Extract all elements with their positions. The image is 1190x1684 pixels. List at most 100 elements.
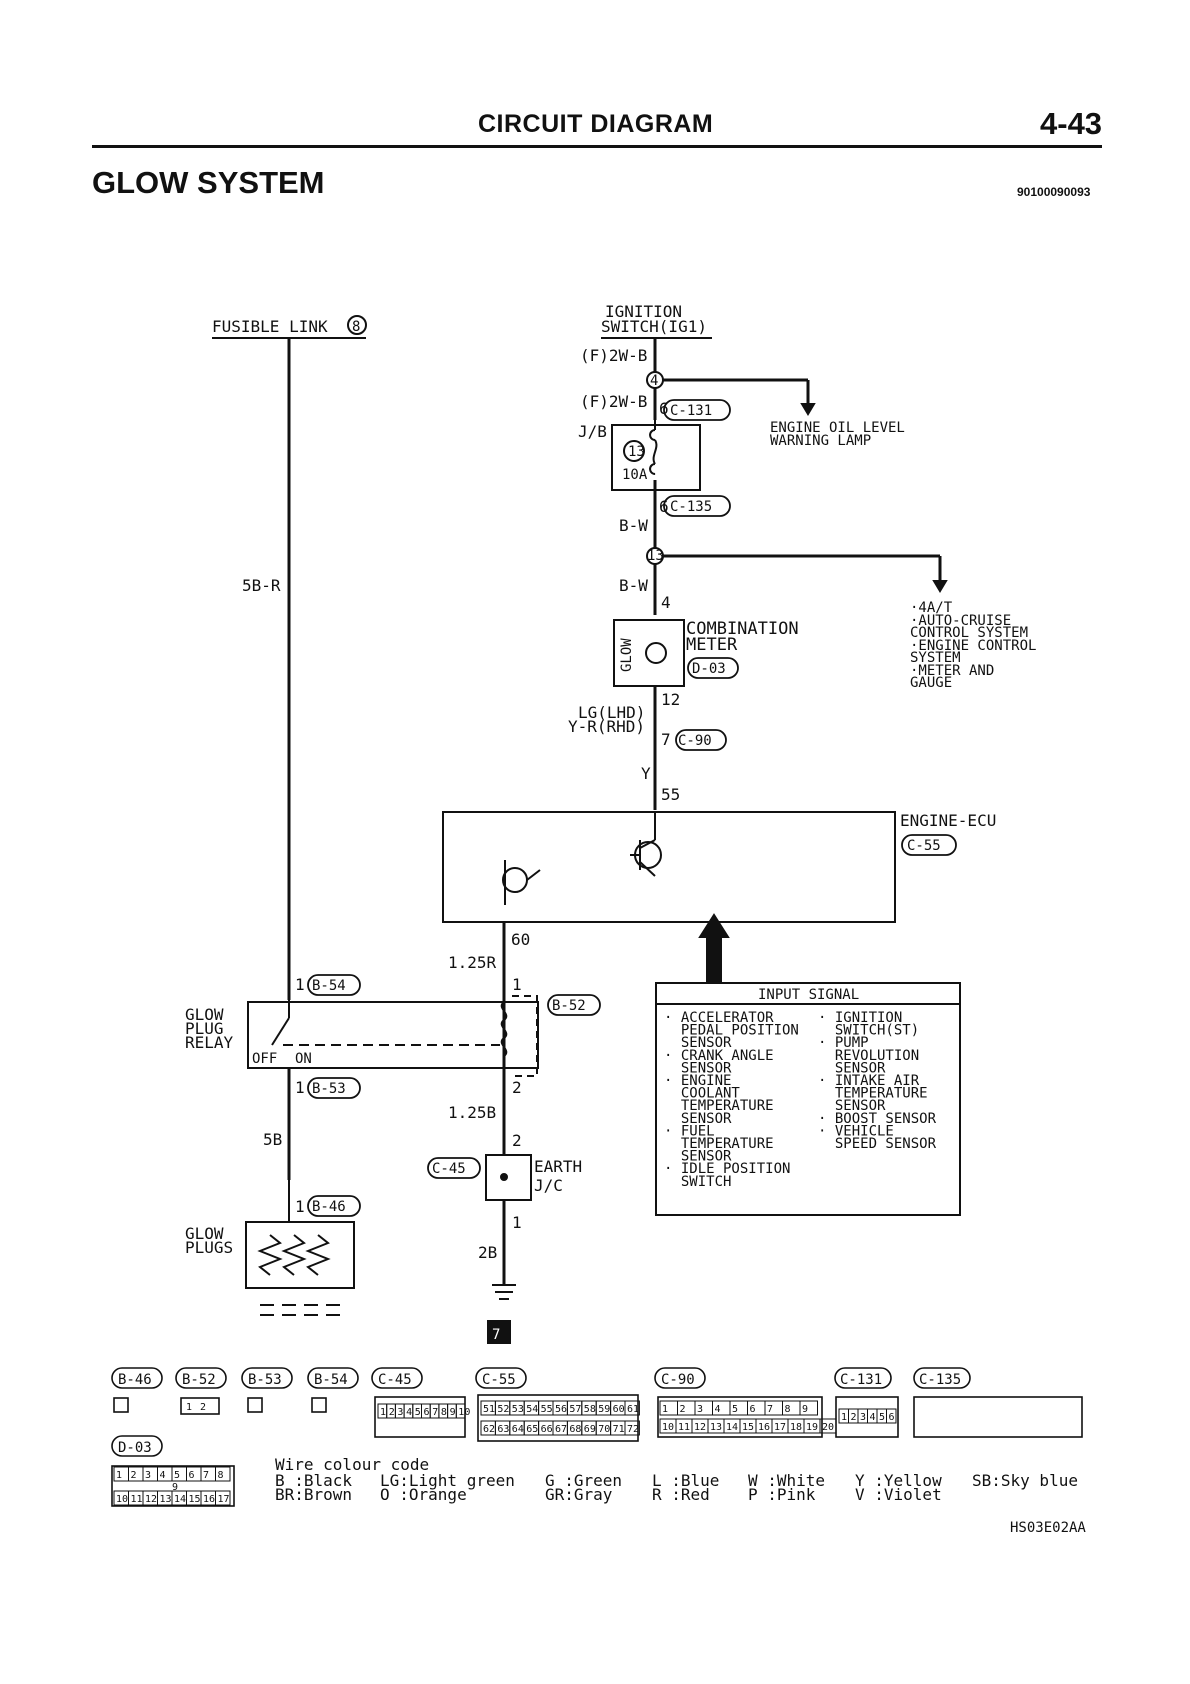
legend-label-c90: C-90 (661, 1372, 695, 1388)
legend-label-b52: B-52 (182, 1372, 216, 1388)
document-code: 90100090093 (1017, 185, 1091, 199)
input-signal-left-line: TEMPERATURE (664, 1098, 774, 1114)
c55-pin: 66 (541, 1424, 553, 1435)
c55-pin: 64 (512, 1424, 524, 1435)
input-signal-left-line: SENSOR (664, 1111, 732, 1127)
input-signal-left-line: SENSOR (664, 1035, 732, 1051)
input-signal-left-line: SENSOR (664, 1060, 732, 1076)
wire-code-y: Y :Yellow (855, 1471, 942, 1490)
connector-c135: C-135 (670, 499, 712, 515)
d03-pin: 2 (131, 1470, 137, 1481)
label-pin4: 4 (661, 593, 671, 612)
d03-pin: 11 (131, 1494, 143, 1505)
input-signal-right-line: · INTAKE AIR (818, 1073, 920, 1089)
c55-pin: 68 (569, 1424, 581, 1435)
d03-pin: 4 (160, 1470, 166, 1481)
label-pin12: 12 (661, 690, 680, 709)
wire-colour-title: Wire colour code (275, 1455, 429, 1474)
input-signal-left: · ACCELERATOR PEDAL POSITION SENSOR· CRA… (664, 1010, 799, 1190)
d03-pin: 15 (189, 1494, 201, 1505)
pin-cell (215, 1490, 231, 1506)
input-signal-box: INPUT SIGNAL · ACCELERATOR PEDAL POSITIO… (664, 987, 937, 1190)
label-pin1-relay: 1 (512, 975, 522, 994)
d03-pin: 17 (218, 1494, 230, 1505)
label-junction-4: 4 (650, 373, 658, 389)
d03-pin: 13 (160, 1494, 172, 1505)
label-earth-2: J/C (534, 1176, 563, 1195)
c55-pin: 55 (541, 1404, 553, 1415)
label-comb-2: METER (686, 635, 738, 655)
label-relay-off: OFF (252, 1051, 277, 1067)
label-f2wb-2: (F)2W-B (580, 392, 647, 411)
input-signal-right-line: · BOOST SENSOR (818, 1111, 937, 1127)
c90-pin: 7 (767, 1404, 773, 1415)
c45-pin: 8 (441, 1407, 447, 1418)
input-signal-left-line: PEDAL POSITION (664, 1023, 799, 1039)
label-lg-lhd: LG(LHD) (578, 703, 645, 722)
label-earth-1: EARTH (534, 1157, 582, 1176)
d03-pin: 1 (116, 1470, 122, 1481)
c55-pin: 56 (555, 1404, 567, 1415)
label-wire-125r: 1.25R (448, 953, 497, 972)
label-fuse-no: 13 (628, 444, 645, 460)
c131-pin: 6 (889, 1412, 895, 1423)
d03-pin: 5 (174, 1470, 180, 1481)
c55-pin: 52 (497, 1404, 509, 1415)
pin-cell (799, 1400, 818, 1416)
c131-pin: 1 (841, 1412, 847, 1423)
input-signal-right-line: SPEED SENSOR (818, 1136, 937, 1152)
d03-pin: 12 (145, 1494, 157, 1505)
d03-pin: 16 (203, 1494, 215, 1505)
page-title: CIRCUIT DIAGRAM (478, 110, 714, 138)
wire-code-g: G :Green (545, 1471, 622, 1490)
label-pin1-b54: 1 (295, 975, 305, 994)
label-relay-2: PLUG (185, 1019, 224, 1038)
wire-code-lg: LG:Light green (380, 1471, 515, 1490)
wire-code-v: V :Violet (855, 1485, 942, 1504)
input-signal-right-line: · PUMP (818, 1035, 869, 1051)
label-ignition-1: IGNITION (605, 302, 682, 321)
label-relay-on: ON (295, 1051, 312, 1067)
connector-d03: D-03 (692, 661, 726, 677)
c55-pin: 53 (512, 1404, 524, 1415)
d03-pin: 6 (189, 1470, 195, 1481)
c90-pin: 9 (802, 1404, 808, 1415)
connector-b46: B-46 (312, 1199, 346, 1215)
c90-pin: 13 (710, 1422, 722, 1433)
wire-code-gr: GR:Gray (545, 1485, 613, 1504)
label-f2wb-1: (F)2W-B (580, 346, 647, 365)
label-yr-rhd: Y-R(RHD) (568, 717, 645, 736)
label-fusible-link-no: 8 (352, 319, 360, 335)
label-pin1-b46: 1 (295, 1197, 305, 1216)
c55-pin: 54 (526, 1404, 538, 1415)
label-relay-1: GLOW (185, 1005, 224, 1024)
pin-cell (624, 1400, 640, 1416)
wire-code-p: P :Pink (748, 1485, 816, 1504)
destination-7: GAUGE (910, 675, 952, 691)
d03-pin: 3 (145, 1470, 151, 1481)
c90-pin: 6 (750, 1404, 756, 1415)
c131-pin: 3 (860, 1412, 866, 1423)
label-ground-no: 7 (492, 1327, 500, 1343)
input-signal-left-line: · IDLE POSITION (664, 1161, 790, 1177)
wire-code-b: B :Black (275, 1471, 352, 1490)
c90-pin: 14 (726, 1422, 738, 1433)
label-ignition-2: SWITCH(IG1) (601, 317, 707, 336)
label-pin60: 60 (511, 930, 530, 949)
c55-pin: 61 (627, 1404, 639, 1415)
c45-pin: 3 (397, 1407, 403, 1418)
connector-c131: C-131 (670, 403, 712, 419)
legend-label-b53: B-53 (248, 1372, 282, 1388)
section-title: GLOW SYSTEM (92, 165, 325, 200)
c90-pin: 18 (790, 1422, 802, 1433)
c55-pin: 65 (526, 1424, 538, 1435)
pin-cell (819, 1418, 837, 1434)
label-wire-2b: 2B (478, 1243, 497, 1262)
label-pin55: 55 (661, 785, 680, 804)
connector-b53: B-53 (312, 1081, 346, 1097)
destination-5: SYSTEM (910, 650, 961, 666)
label-eol-2: WARNING LAMP (770, 433, 871, 449)
destination-4: ·ENGINE CONTROL (910, 638, 1036, 654)
c90-pin: 17 (774, 1422, 786, 1433)
c45-pin: 1 (380, 1407, 386, 1418)
